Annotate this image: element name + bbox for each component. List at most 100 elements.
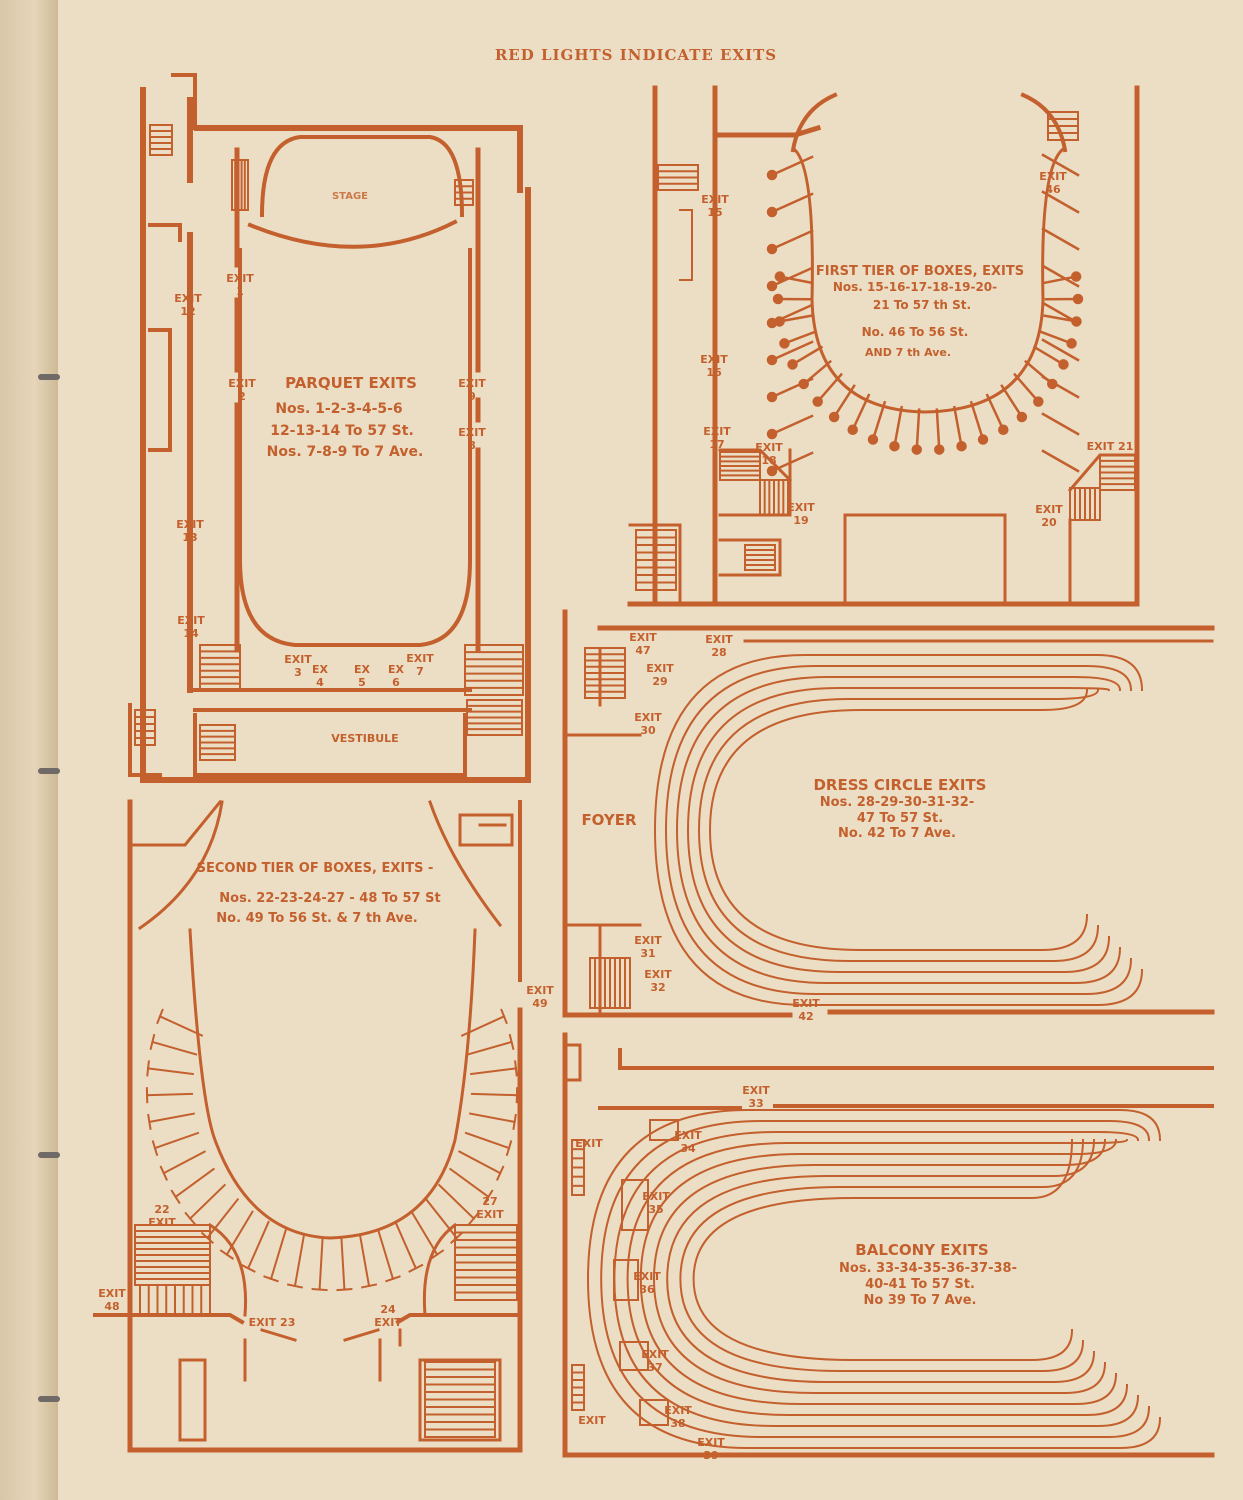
exit-label-line: EXIT	[174, 292, 202, 305]
box-light-icon	[766, 391, 778, 403]
box-partition	[770, 266, 814, 288]
exit-label-number: 38	[670, 1417, 685, 1430]
staple	[38, 374, 60, 380]
box-partition	[770, 377, 814, 399]
box-partition	[174, 1167, 216, 1199]
seating-row	[626, 1138, 1129, 1416]
box-partition	[153, 1131, 200, 1150]
box-partition	[469, 1112, 516, 1124]
box-partition	[613, 1259, 639, 1301]
box-light-icon	[828, 411, 840, 423]
box-partition	[512, 1113, 517, 1130]
exit-label-number: 8	[468, 439, 476, 452]
exit-label-number: 19	[793, 514, 808, 527]
box-light-icon	[1033, 396, 1044, 407]
box-partition	[146, 1060, 150, 1077]
exit-label-line: EXIT	[578, 1414, 606, 1427]
dress-circle-plan: FOYER DRESS CIRCLE EXITS Nos. 28-29-30-3…	[562, 609, 1215, 1018]
seating-row	[697, 688, 1100, 962]
box-partition	[893, 405, 904, 448]
box-partition	[336, 1288, 353, 1292]
box-light-icon	[998, 424, 1009, 435]
exit-label-line: EXIT 21	[1087, 440, 1134, 453]
box-partition	[158, 1015, 204, 1037]
first-tier-line: 21 To 57 th St.	[873, 298, 971, 312]
exit-label: EXIT 23	[249, 1316, 296, 1329]
box-partition	[770, 340, 814, 362]
box-partition	[410, 1210, 439, 1256]
first-tier-line: Nos. 15-16-17-18-19-20-	[833, 280, 997, 294]
exit-label-number: 46	[1045, 183, 1061, 196]
box-partition	[770, 155, 814, 177]
box-partition	[376, 1228, 395, 1281]
box-partition	[505, 1140, 513, 1157]
box-partition	[969, 400, 985, 442]
box-partition	[778, 314, 813, 323]
exit-label-line: EX	[354, 663, 371, 676]
exit-label-number: 31	[640, 947, 655, 960]
box-partition	[269, 1228, 288, 1281]
box-light-icon	[766, 169, 778, 181]
exit-label-line: EXIT	[642, 1190, 670, 1203]
box-partition	[500, 1008, 508, 1025]
exit-label-number: EXIT	[374, 1316, 402, 1329]
exit-label-line: EXIT	[792, 997, 820, 1010]
box-partition	[952, 405, 963, 448]
first-tier-heading: FIRST TIER OF BOXES, EXITS	[816, 264, 1024, 279]
staircase	[199, 644, 241, 691]
seating-row	[653, 654, 1144, 1006]
exit-label-number: 14	[183, 627, 199, 640]
box-partition	[340, 1236, 346, 1291]
page-title: RED LIGHTS INDICATE EXITS	[495, 46, 777, 64]
exit-label-line: EXIT	[176, 518, 204, 531]
parquet-line: Nos. 7-8-9 To 7 Ave.	[267, 444, 424, 460]
box-light-icon	[812, 396, 823, 407]
box-partition	[1041, 449, 1080, 473]
exit-label-number: 39	[703, 1449, 718, 1462]
exit-label-number: 33	[748, 1097, 763, 1110]
box-light-icon	[772, 293, 784, 305]
exit-label-line: EXIT	[284, 653, 312, 666]
box-partition	[815, 372, 843, 404]
box-partition	[621, 1179, 649, 1231]
exit-label: EXIT	[578, 1414, 606, 1427]
exit-label-number: 34	[680, 1142, 696, 1155]
box-partition	[1041, 301, 1080, 325]
staircase	[231, 159, 249, 211]
seating-row	[708, 688, 1089, 951]
box-partition	[286, 1283, 304, 1289]
box-partition	[1000, 384, 1024, 419]
box-partition	[159, 1165, 169, 1181]
seating-row	[586, 1109, 1162, 1449]
box-partition	[360, 1283, 378, 1289]
exit-label-number: 30	[640, 724, 656, 737]
parquet-plan: STAGE VESTIBULE PARQUET EXITS Nos. 1-2-3…	[128, 73, 531, 783]
box-light-icon	[766, 206, 778, 218]
first-tier-line: AND 7 th Ave.	[865, 346, 951, 359]
exit-label-line: EXIT	[674, 1129, 702, 1142]
parquet-heading: PARQUET EXITS	[285, 374, 417, 392]
seating-row	[639, 1138, 1118, 1405]
box-partition	[770, 192, 814, 214]
exit-label-line: EXIT	[705, 633, 733, 646]
staircase	[134, 709, 156, 746]
box-light-icon	[774, 271, 786, 282]
exit-label-number: 49	[532, 997, 547, 1010]
vestibule-label: VESTIBULE	[331, 732, 398, 745]
box-partition	[385, 1275, 401, 1283]
second-tier-plan: SECOND TIER OF BOXES, EXITS - Nos. 22-23…	[93, 799, 523, 1453]
box-light-icon	[766, 280, 778, 292]
